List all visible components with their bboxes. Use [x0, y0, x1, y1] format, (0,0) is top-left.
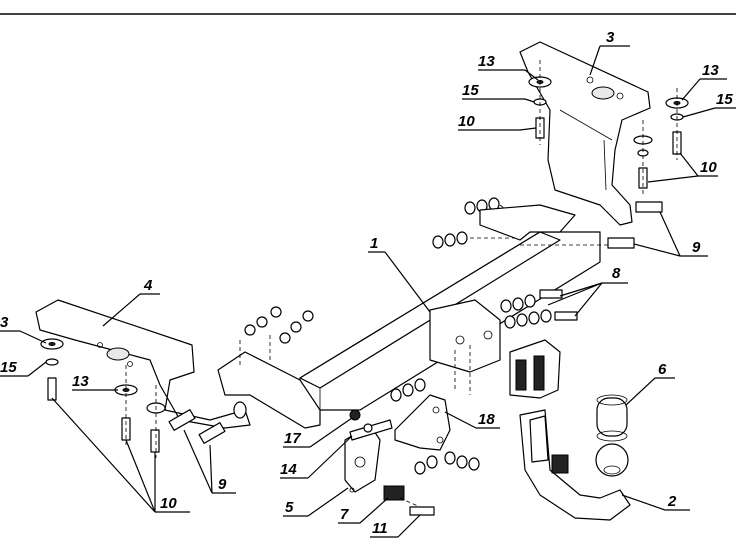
- beam-left-end-plate: [217, 335, 321, 429]
- callout-10-right: 10: [700, 159, 717, 176]
- upper-right-bolt-stack: [633, 88, 689, 195]
- main-cross-beam: [299, 231, 601, 415]
- callout-7: 7: [340, 506, 349, 523]
- side-bolt-group: [500, 289, 578, 329]
- callout-17: 17: [284, 430, 301, 447]
- callout-3-left: 3: [0, 314, 9, 331]
- callout-15-top-left: 15: [462, 82, 479, 99]
- callout-9-bottom: 9: [218, 476, 227, 493]
- callout-5: 5: [285, 499, 294, 516]
- upper-left-bolt-stack: [528, 60, 552, 145]
- lower-bolts-9: [168, 409, 226, 444]
- plate-washers: [390, 378, 480, 475]
- callout-13-top-right: 13: [702, 62, 719, 79]
- callout-10-bottom: 10: [160, 495, 177, 512]
- socket-plate-18: [394, 394, 451, 451]
- upper-bolts-9: [520, 201, 663, 249]
- callout-2: 2: [667, 493, 677, 510]
- callout-15-left: 15: [0, 359, 17, 376]
- callout-3-top: 3: [606, 29, 615, 46]
- callout-10-top-left: 10: [458, 113, 475, 130]
- callout-13-left: 13: [72, 373, 89, 390]
- ball-cap: [596, 394, 628, 442]
- callout-11: 11: [372, 520, 388, 537]
- socket-holder: [509, 339, 561, 399]
- right-mounting-bracket: [519, 41, 651, 226]
- left-bolt-stacks: [40, 338, 166, 458]
- leader-lines: [0, 45, 736, 538]
- callout-4: 4: [143, 277, 153, 294]
- callout-1: 1: [370, 235, 378, 252]
- callout-6: 6: [658, 361, 667, 378]
- callout-15-top-right: 15: [716, 91, 733, 108]
- callout-9-right: 9: [692, 239, 701, 256]
- callout-18: 18: [478, 411, 495, 428]
- nut-17: [349, 409, 373, 433]
- socket-plate-5: [344, 424, 381, 493]
- left-mounting-bracket: [35, 299, 251, 429]
- callout-8: 8: [612, 265, 621, 282]
- left-end-washers: [244, 306, 314, 344]
- tow-ball-neck: [519, 409, 631, 521]
- beam-washer-row: [432, 197, 576, 249]
- bolt-11: [399, 497, 435, 516]
- callout-14: 14: [280, 461, 297, 478]
- spring-7: [383, 485, 405, 501]
- callout-13-top-left: 13: [478, 53, 495, 70]
